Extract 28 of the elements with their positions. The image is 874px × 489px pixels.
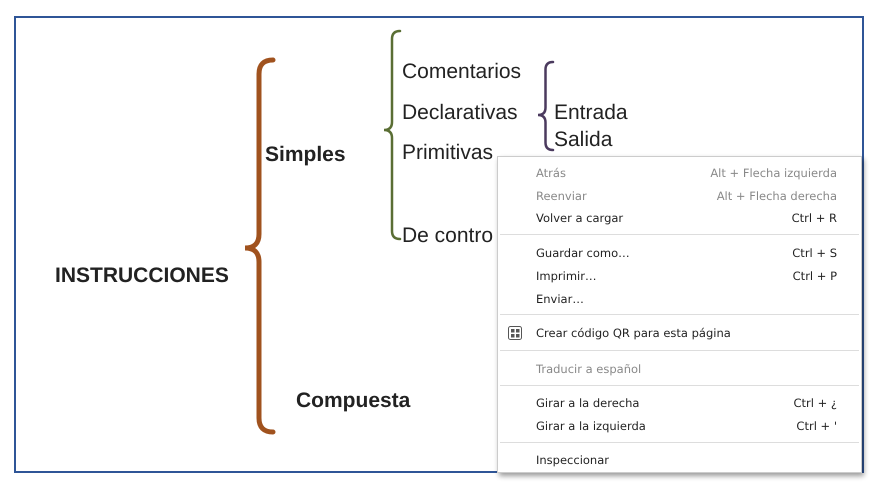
item-text: Salida — [554, 128, 612, 152]
heading-text: Simples — [265, 143, 346, 167]
shortcut-text: Ctrl + S — [792, 245, 837, 261]
heading-text: Compuesta — [296, 389, 410, 413]
shortcut-text: Ctrl + R — [792, 210, 837, 226]
heading-text: INSTRUCCIONES — [55, 264, 229, 288]
menu-item: Crear código QR para esta página — [536, 325, 731, 341]
menu-item: Guardar como… — [536, 245, 630, 261]
shortcut-text: Ctrl + P — [792, 268, 837, 284]
item-text: Primitivas — [402, 141, 494, 165]
context-menu — [497, 156, 862, 473]
menu-item: Imprimir… — [536, 268, 596, 284]
item-text: De contro — [402, 224, 494, 248]
shortcut-text: Ctrl + ¿ — [793, 395, 837, 411]
shortcut-text: Alt + Flecha izquierda — [710, 165, 837, 181]
item-text: Declarativas — [402, 101, 518, 125]
menu-item: Inspeccionar — [536, 452, 609, 468]
menu-item: Enviar… — [536, 291, 584, 307]
shortcut-text: Alt + Flecha derecha — [716, 188, 837, 204]
item-text: Comentarios — [402, 60, 522, 84]
menu-item: Reenviar — [536, 188, 587, 204]
menu-item: Volver a cargar — [536, 210, 624, 226]
shortcut-text: Ctrl + ' — [796, 418, 837, 434]
menu-item: Atrás — [536, 165, 566, 181]
menu-item: Traducir a español — [536, 361, 642, 377]
item-text: Entrada — [554, 101, 628, 125]
menu-item: Girar a la izquierda — [536, 418, 646, 434]
menu-item: Girar a la derecha — [536, 395, 640, 411]
